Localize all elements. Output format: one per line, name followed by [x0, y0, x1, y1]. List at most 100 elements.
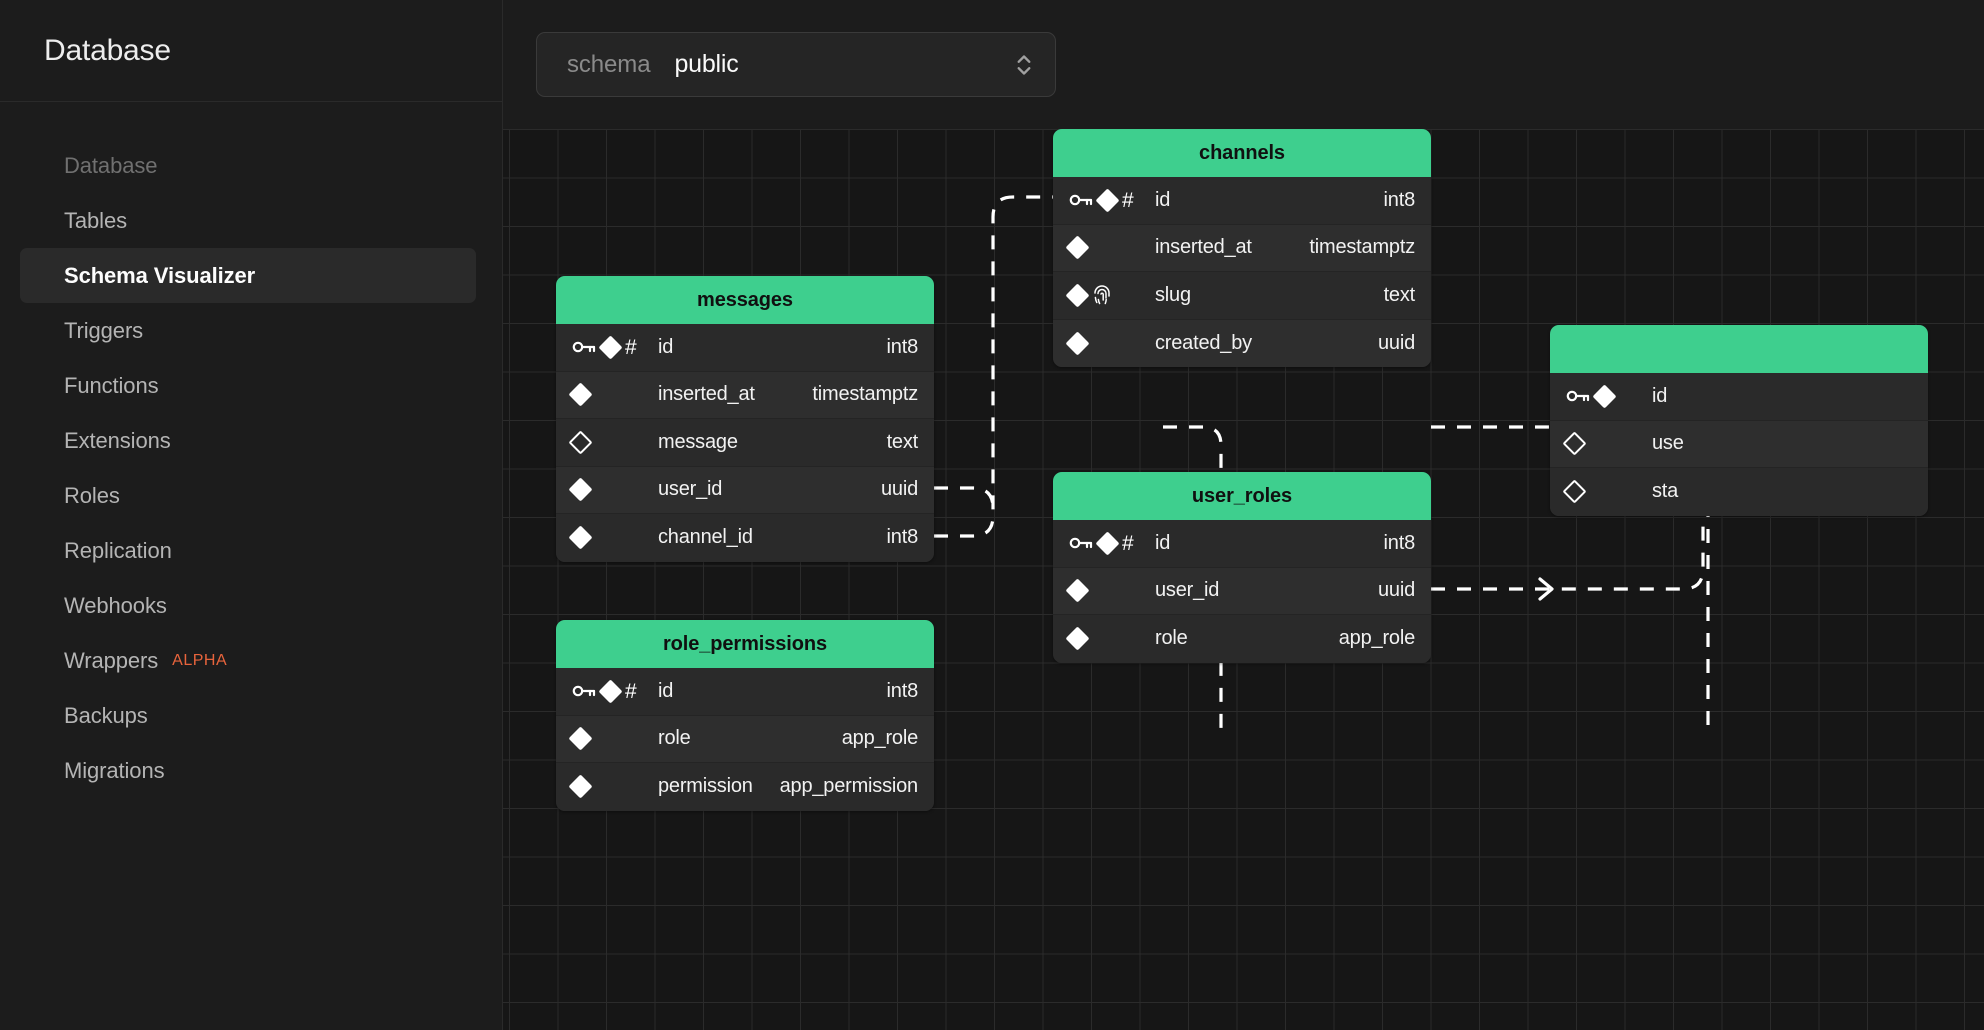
table-node-title: user_roles	[1053, 472, 1431, 520]
sidebar: Database Database Tables Schema Visualiz…	[0, 0, 503, 1030]
table-node-role-permissions[interactable]: role_permissions # id int8	[556, 620, 934, 811]
table-row[interactable]: message text	[556, 419, 934, 467]
column-name: inserted_at	[1155, 236, 1252, 259]
row-icons	[1562, 479, 1652, 504]
diamond-outline-icon	[568, 430, 593, 455]
table-row[interactable]: user_id uuid	[1053, 567, 1431, 615]
fingerprint-icon	[1092, 284, 1112, 306]
sidebar-item-label: Wrappers	[64, 647, 159, 673]
sidebar-item-label: Backups	[64, 702, 148, 728]
column-name: channel_id	[658, 526, 753, 549]
diamond-filled-icon	[1065, 235, 1090, 260]
table-node-messages[interactable]: messages # id int8	[556, 276, 934, 562]
hash-icon: #	[1122, 188, 1134, 212]
sidebar-item-functions[interactable]: Functions	[20, 358, 476, 413]
table-row[interactable]: id	[1550, 373, 1928, 421]
table-row[interactable]: channel_id int8	[556, 514, 934, 562]
schema-select[interactable]: schema public	[536, 32, 1056, 97]
table-row[interactable]: use	[1550, 420, 1928, 468]
column-type: int8	[886, 335, 919, 358]
column-name: id	[1155, 531, 1171, 554]
row-icons	[1065, 331, 1155, 356]
key-icon	[572, 682, 596, 700]
sidebar-item-webhooks[interactable]: Webhooks	[20, 578, 476, 633]
column-type: int8	[886, 526, 919, 549]
sidebar-item-extensions[interactable]: Extensions	[20, 413, 476, 468]
schema-canvas[interactable]: messages # id int8	[503, 129, 1984, 1030]
row-icons	[568, 726, 658, 751]
sidebar-item-replication[interactable]: Replication	[20, 523, 476, 578]
column-name: slug	[1155, 283, 1191, 306]
row-icons	[1065, 235, 1155, 260]
diamond-filled-icon	[568, 525, 593, 550]
sidebar-header: Database	[0, 0, 502, 102]
column-type: int8	[1383, 531, 1416, 554]
row-icons: #	[572, 335, 658, 360]
table-row[interactable]: slug text	[1053, 272, 1431, 320]
column-type: text	[886, 430, 919, 453]
row-icons	[1065, 626, 1155, 651]
sidebar-group-label: Database	[64, 152, 158, 178]
diamond-filled-icon	[1065, 626, 1090, 651]
column-name: sta	[1652, 480, 1679, 503]
column-name: permission	[658, 775, 753, 798]
table-row[interactable]: # id int8	[1053, 177, 1431, 225]
sidebar-item-migrations[interactable]: Migrations	[20, 743, 476, 798]
sidebar-item-roles[interactable]: Roles	[20, 468, 476, 523]
table-row[interactable]: # id int8	[556, 324, 934, 372]
column-name: id	[1155, 188, 1171, 211]
table-node-user-roles[interactable]: user_roles # id int8	[1053, 472, 1431, 663]
alpha-badge: ALPHA	[172, 651, 228, 669]
row-icons	[1065, 578, 1155, 603]
table-row[interactable]: role app_role	[556, 715, 934, 763]
row-icons	[568, 525, 658, 550]
sidebar-item-wrappers[interactable]: Wrappers ALPHA	[20, 633, 476, 688]
sidebar-item-triggers[interactable]: Triggers	[20, 303, 476, 358]
sidebar-item-schema-visualizer[interactable]: Schema Visualizer	[20, 248, 476, 303]
sidebar-item-label: Roles	[64, 482, 120, 508]
table-node-title: messages	[556, 276, 934, 324]
table-node-clipped[interactable]: id use sta	[1550, 325, 1928, 516]
table-row[interactable]: permission app_permission	[556, 763, 934, 811]
column-name: user_id	[658, 478, 723, 501]
table-node-channels[interactable]: channels # id int8	[1053, 129, 1431, 367]
page-title: Database	[44, 33, 171, 67]
sidebar-item-tables[interactable]: Tables	[20, 193, 476, 248]
column-type: app_permission	[779, 775, 919, 798]
sidebar-group-database: Database	[20, 138, 476, 193]
table-row[interactable]: inserted_at timestamptz	[556, 371, 934, 419]
diamond-filled-icon	[1065, 283, 1090, 308]
column-type: int8	[1383, 188, 1416, 211]
row-icons	[1566, 384, 1652, 409]
table-row[interactable]: role app_role	[1053, 615, 1431, 663]
diamond-filled-icon	[568, 382, 593, 407]
diamond-outline-icon	[1562, 431, 1587, 456]
sidebar-item-label: Migrations	[64, 757, 165, 783]
diamond-filled-icon	[598, 335, 623, 360]
column-name: id	[1652, 384, 1668, 407]
table-row[interactable]: inserted_at timestamptz	[1053, 224, 1431, 272]
column-type: timestamptz	[812, 383, 918, 406]
column-name: user_id	[1155, 579, 1220, 602]
row-icons	[568, 477, 658, 502]
key-icon	[1069, 534, 1093, 552]
key-icon	[1069, 191, 1093, 209]
diamond-filled-icon	[1592, 384, 1617, 409]
table-node-title: channels	[1053, 129, 1431, 177]
column-name: message	[658, 430, 738, 453]
column-name: id	[658, 335, 674, 358]
diamond-filled-icon	[1065, 331, 1090, 356]
table-row[interactable]: created_by uuid	[1053, 319, 1431, 367]
column-name: role	[658, 727, 691, 750]
row-icons	[568, 430, 658, 455]
diamond-filled-icon	[568, 477, 593, 502]
table-row[interactable]: # id int8	[556, 668, 934, 716]
sidebar-item-backups[interactable]: Backups	[20, 688, 476, 743]
row-icons	[568, 382, 658, 407]
row-icons	[1562, 431, 1652, 456]
table-row[interactable]: # id int8	[1053, 520, 1431, 568]
table-row[interactable]: sta	[1550, 468, 1928, 516]
diamond-filled-icon	[568, 774, 593, 799]
table-row[interactable]: user_id uuid	[556, 466, 934, 514]
